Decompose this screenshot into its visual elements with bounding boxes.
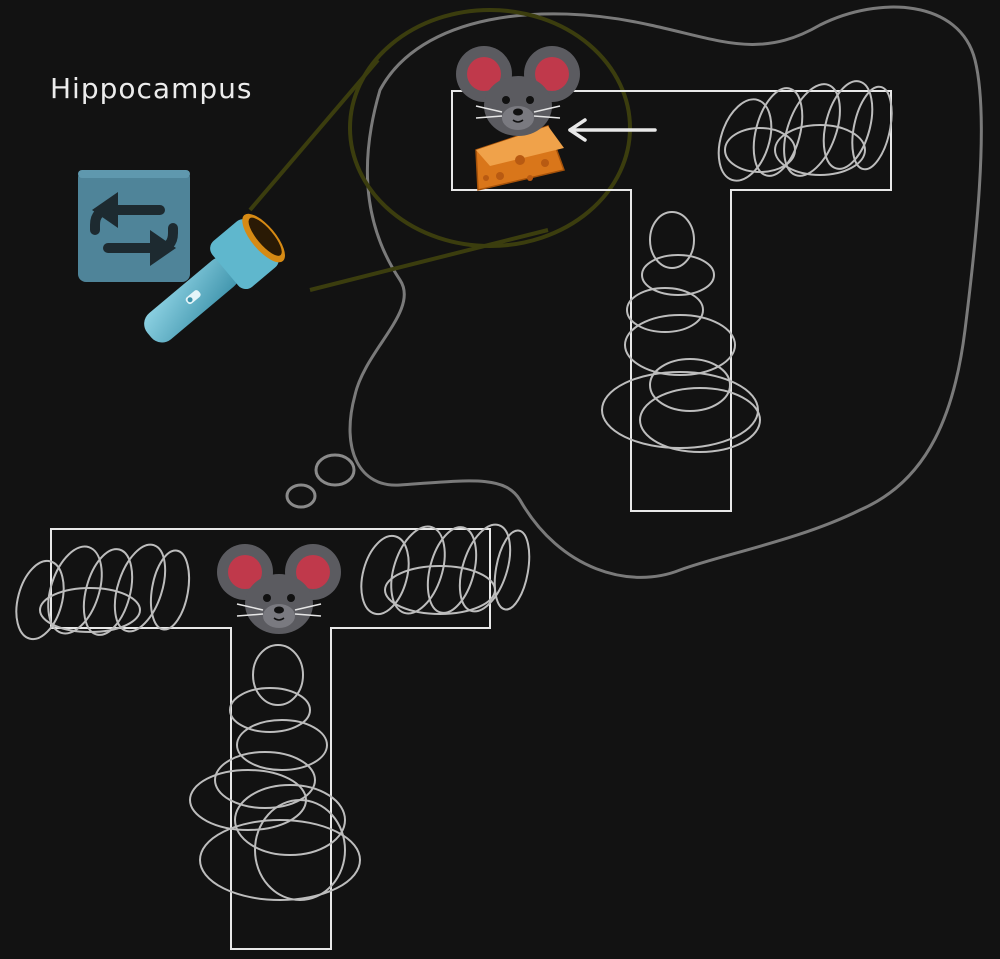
thought-bubble xyxy=(348,5,983,579)
scribble-current-right-arm xyxy=(360,523,531,616)
scribble-current-left-arm xyxy=(15,543,191,641)
scribble-remembered-stem xyxy=(601,211,761,453)
flashlight-icon xyxy=(144,213,285,343)
spotlight-beam xyxy=(248,8,632,292)
cheese-icon xyxy=(475,125,565,191)
replay-icon xyxy=(78,170,190,282)
thought-bubble-dot-small xyxy=(285,483,317,509)
hippocampus-label: Hippocampus xyxy=(50,72,253,105)
mouse-icon xyxy=(456,46,580,136)
mouse-icon xyxy=(217,544,341,634)
arrow-icon xyxy=(568,118,657,142)
scribble-remembered-right-arm xyxy=(717,80,893,182)
thought-bubble-dot-large xyxy=(314,453,356,487)
scribble-current-stem xyxy=(189,644,361,901)
t-maze-current xyxy=(50,528,491,950)
